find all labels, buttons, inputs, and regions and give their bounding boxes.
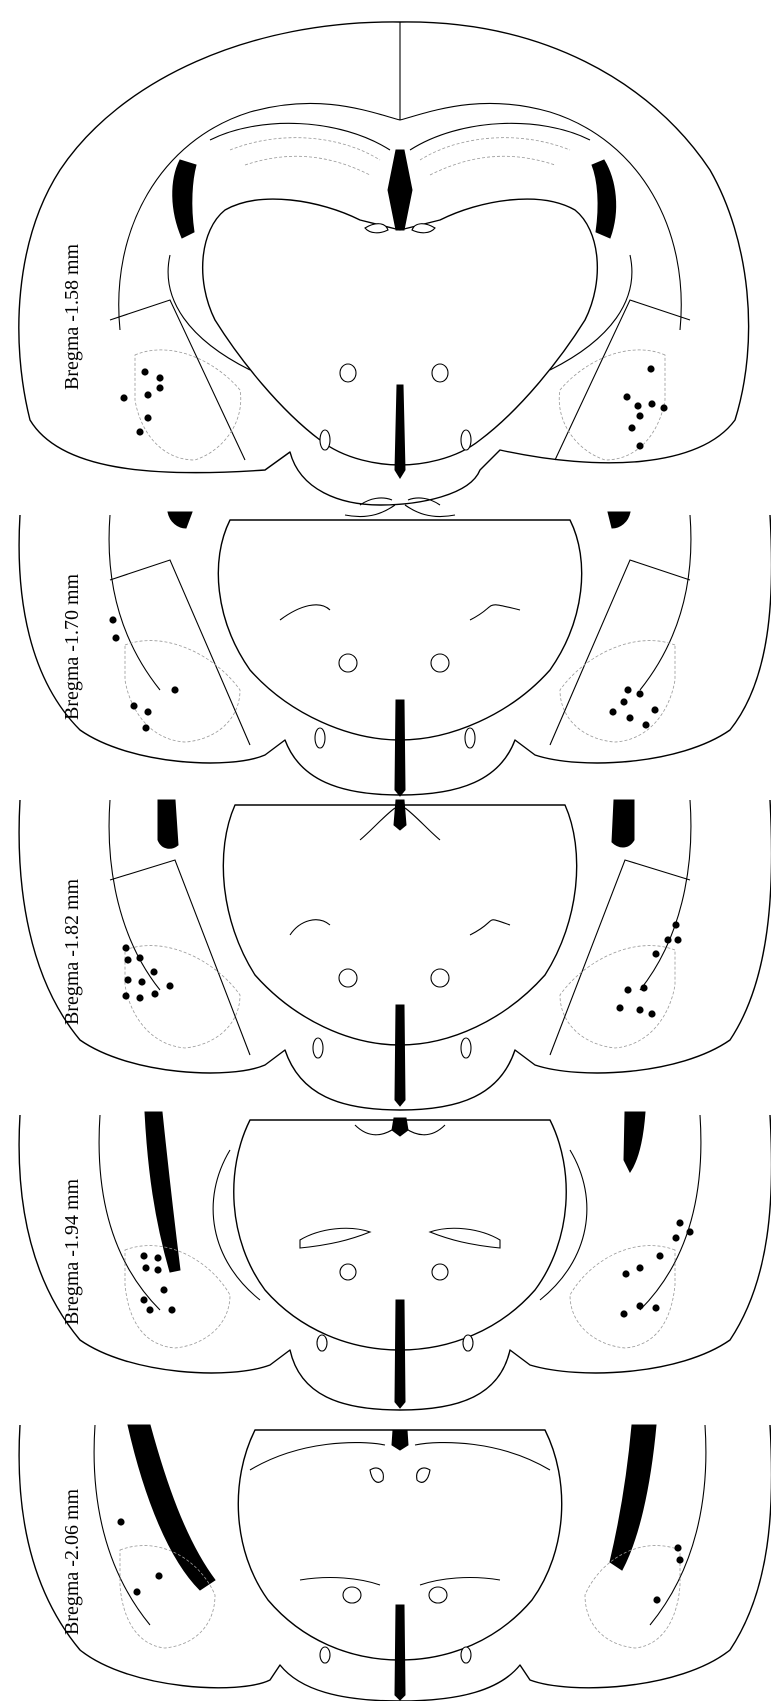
third-ventricle-top [394,800,406,830]
third-ventricle-bottom [395,385,405,478]
bregma-label-2: Bregma -1.70 mm [61,573,83,720]
third-ventricle [395,1605,405,1700]
third-ventricle [395,700,405,796]
ventricle-right [612,800,634,847]
bregma-label-1: Bregma -1.58 mm [61,243,83,390]
brain-section-2: Bregma -1.70 mm [19,505,771,796]
third-ventricle [395,1005,405,1106]
brain-section-5: Bregma -2.06 mm [19,1425,771,1701]
brain-section-1: Bregma -1.58 mm [19,22,749,505]
bregma-label-3: Bregma -1.82 mm [61,878,83,1025]
third-ventricle-top [392,1430,408,1450]
bregma-label-4: Bregma -1.94 mm [61,1178,83,1325]
brain-section-4: Bregma -1.94 mm [19,1112,771,1410]
brain-section-3: Bregma -1.82 mm [19,800,771,1110]
ventricle-left [158,800,178,848]
third-ventricle [395,1300,405,1408]
bregma-label-5: Bregma -2.06 mm [61,1488,83,1635]
